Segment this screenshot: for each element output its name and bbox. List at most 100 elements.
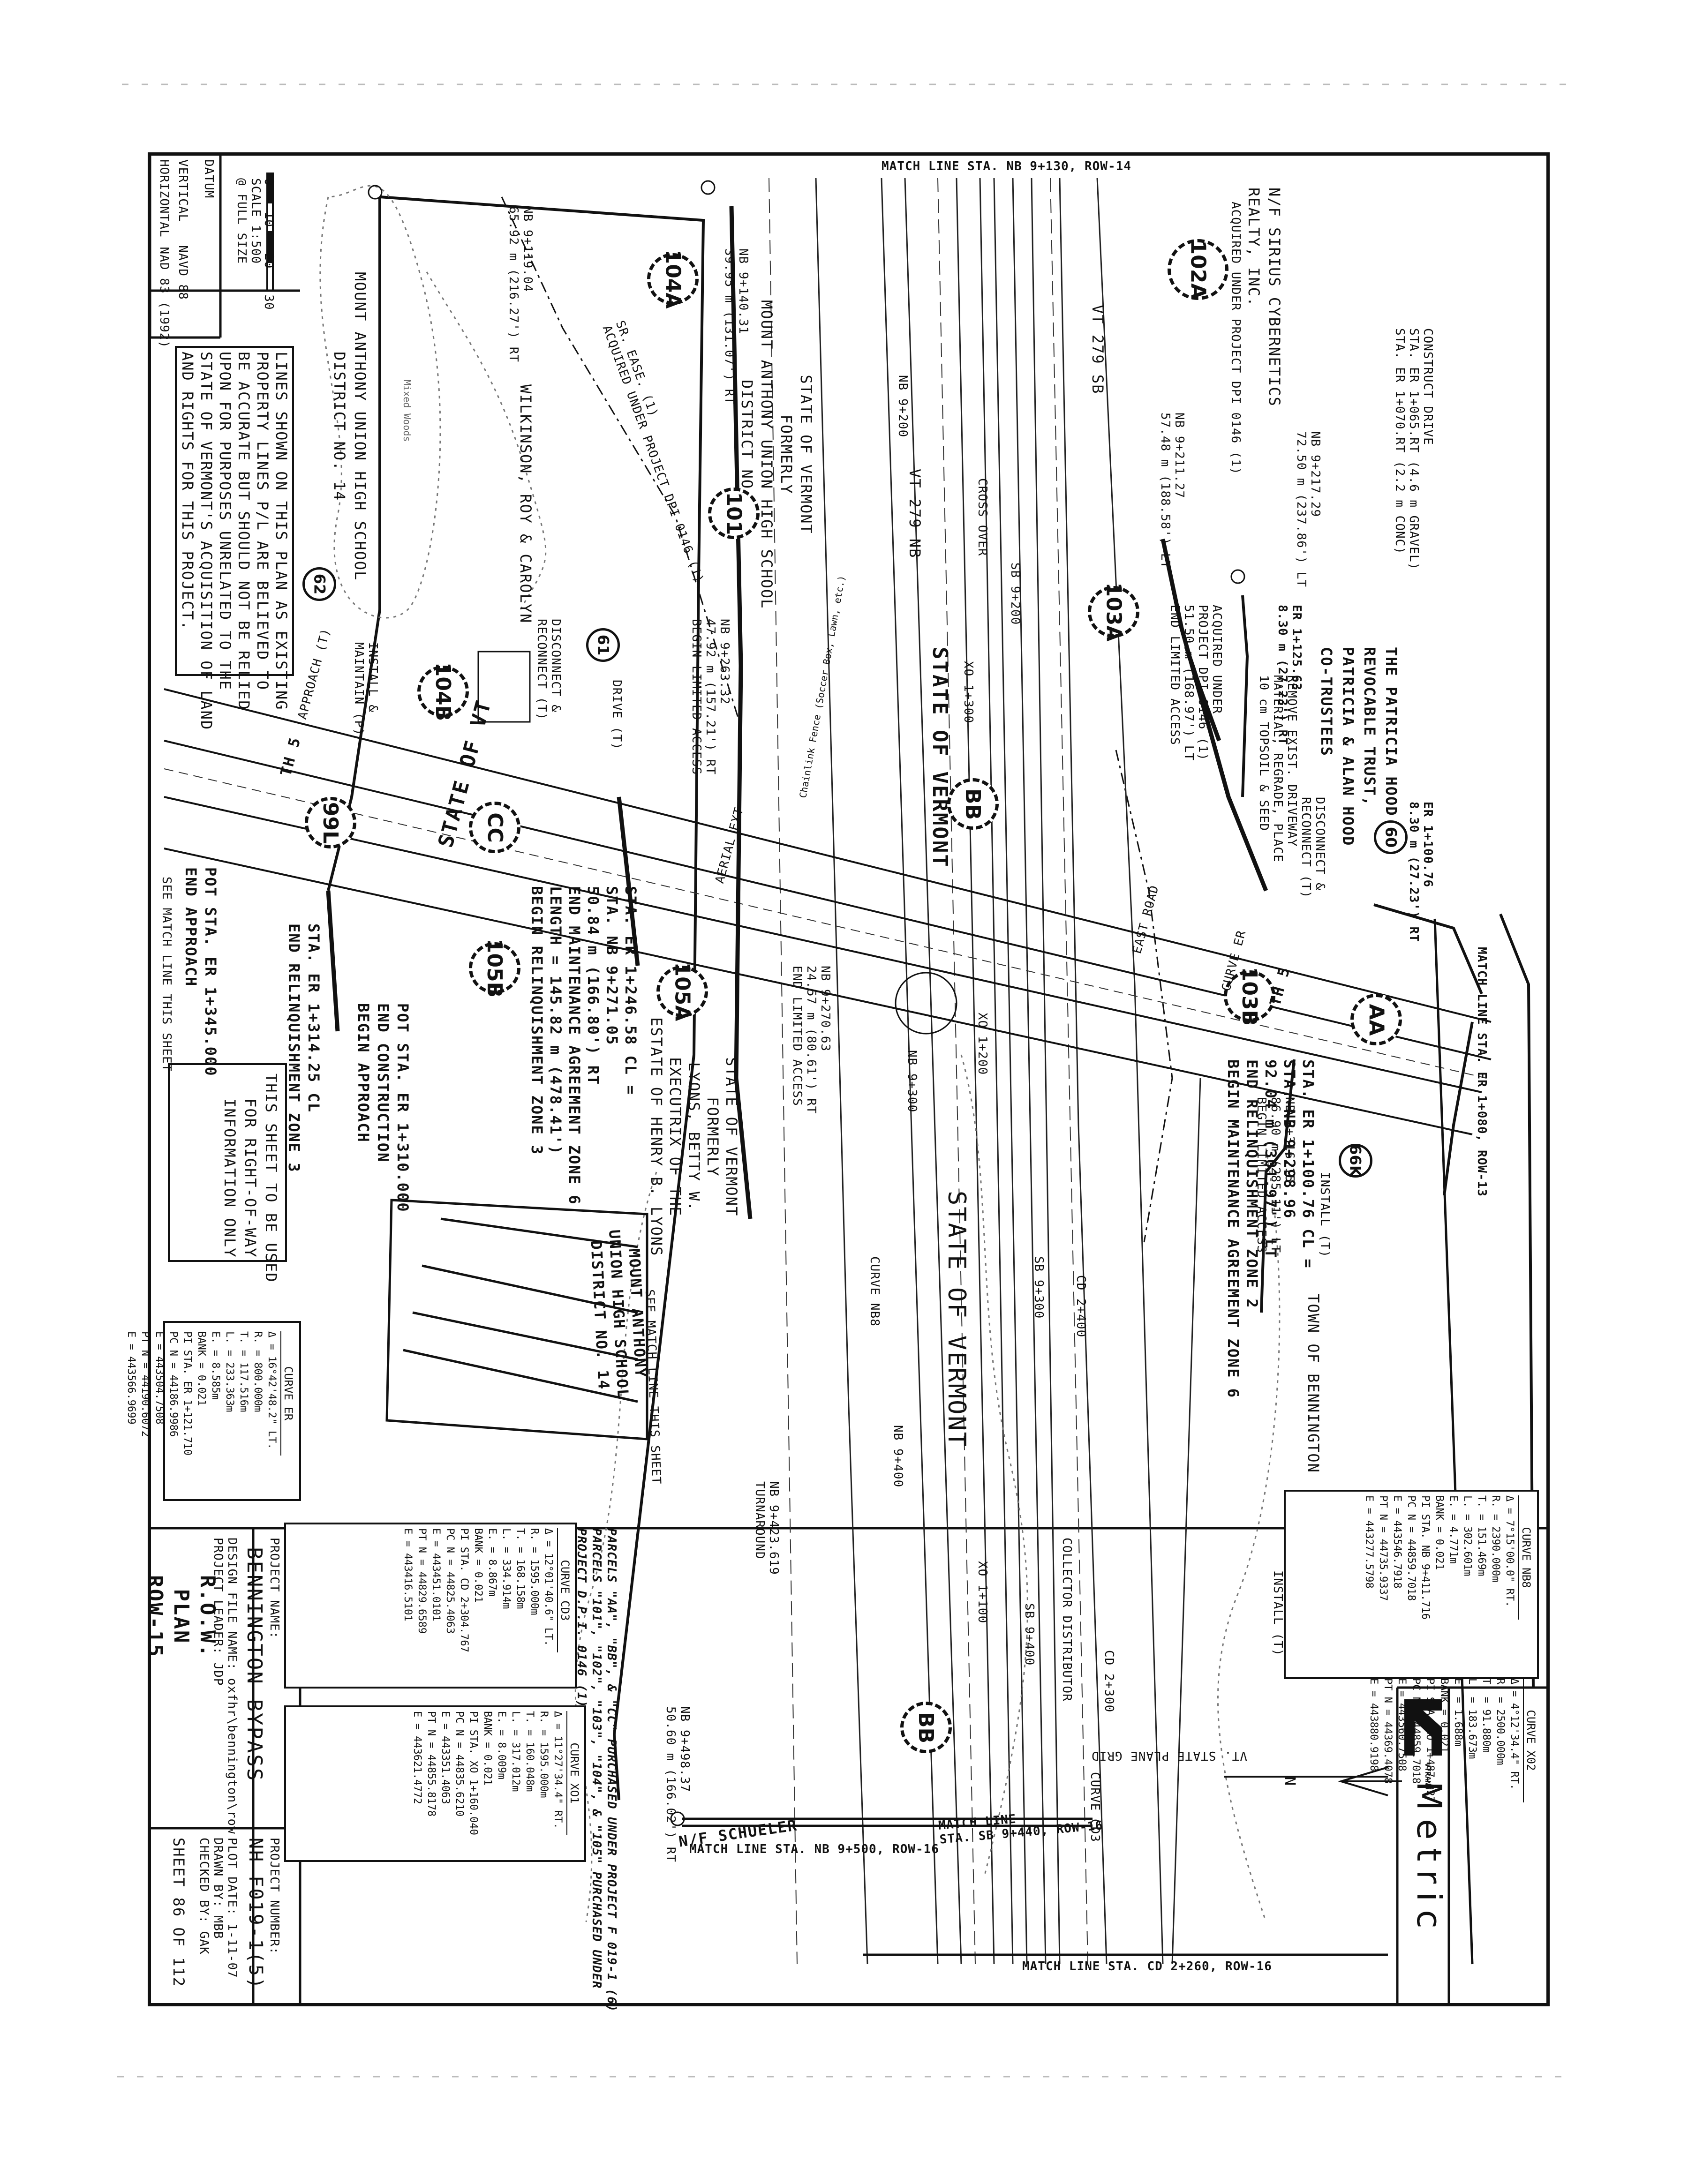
station-xo1100: XO 1+100 <box>975 1561 989 1624</box>
project-leader: PROJECT LEADER: JDP <box>211 1538 225 1686</box>
scale-label: SCALE 1:500@ FULL SIZE <box>234 178 263 264</box>
station-sb9400: SB 9+400 <box>1022 1603 1036 1666</box>
parcel-105a: 105A <box>656 962 708 1021</box>
datum-block: DATUM <box>202 159 216 198</box>
property-line-note: LINES SHOWN ON THIS PLAN AS EXISTING PRO… <box>179 352 290 731</box>
project-number-label: PROJECT NUMBER: <box>267 1838 281 1955</box>
callout-install-right: INSTALL (T) <box>1318 1172 1332 1258</box>
parcel-101: 101 <box>708 488 760 539</box>
checked-by: CHECKED BY: GAK <box>197 1838 211 1955</box>
road-vt279nb: VT 279 NB <box>906 469 924 559</box>
station-cd2400: CD 2+400 <box>1074 1275 1088 1338</box>
parcel-103b: 103B <box>1224 967 1275 1026</box>
road-cross-over: CROSS OVER <box>975 478 989 556</box>
match-line-top: MATCH LINE STA. NB 9+130, ROW-14 <box>882 159 1131 173</box>
marker-61: 61 <box>586 628 620 662</box>
station-sb9300: SB 9+300 <box>1032 1256 1046 1319</box>
callout-install-maintain: INSTALL &MAINTAIN (P) <box>352 642 380 736</box>
callout-disconnect-left: DISCONNECT &RECONNECT (T) <box>535 619 563 720</box>
see-match-line-left: SEE MATCH LINE THIS SHEET <box>159 877 173 1072</box>
parcel-104b: 104B <box>417 662 469 721</box>
sheet-number: SHEET 86 OF 112 <box>170 1838 188 1987</box>
station-sb9200: SB 9+200 <box>1008 563 1022 625</box>
parcel-104a: 104A <box>647 249 699 308</box>
curve-table-xo1: CURVE XO1 Δ = 11°27'34.4" RT.R. = 1595.0… <box>411 1711 581 1835</box>
road-collector: COLLECTOR DISTRIBUTOR <box>1060 1538 1074 1702</box>
road-vt279sb: VT 279 SB <box>1089 305 1107 395</box>
sheet-border <box>148 152 1550 2006</box>
curve-table-nb8: CURVE NB8 Δ = 7°15'00.0" RT.R. = 2390.00… <box>1363 1495 1533 1620</box>
owner-state-of-vermont-mid: STATE OF VERMONT <box>928 647 952 868</box>
callout-disconnect-right: DISCONNECT &RECONNECT (T) <box>1299 797 1327 899</box>
marker-60: 60 <box>1374 820 1408 854</box>
project-name-label: PROJECT NAME: <box>267 1538 281 1639</box>
curve-table-x02: CURVE X02 Δ = 4°12'34.4" RT.R. = 2500.00… <box>1368 1678 1538 1802</box>
station-nb9200: NB 9+200 <box>896 375 910 438</box>
callout-install-lower: INSTALL (T) <box>1271 1570 1285 1657</box>
datum-vertical: VERTICALNAVD 88 <box>176 159 190 300</box>
parcel-cc: CC <box>469 802 520 853</box>
plane-grid-label: VT. STATE PLANE GRID <box>1091 1749 1247 1763</box>
marker-62: 62 <box>302 567 336 601</box>
match-line-bottom-nb: MATCH LINE STA. NB 9+500, ROW-16 <box>689 1842 939 1856</box>
curve-table-cd3: CURVE CD3 Δ = 12°01'40.6" LT.R. = 1595.0… <box>402 1528 572 1652</box>
station-xo1300: XO 1+300 <box>961 661 975 724</box>
parcel-bb-south: BB <box>900 1702 952 1753</box>
row-plan-title: R.O.W. PLAN ROW-15 <box>143 1575 219 1658</box>
project-name: BENNINGTON BYPASS <box>242 1547 266 1782</box>
road-curve-nb8: CURVE NB8 <box>867 1256 882 1327</box>
vtrans-logo-icon <box>1404 1699 1442 1756</box>
parcel-102a: 102A <box>1168 239 1228 300</box>
match-line-bottom-cd: MATCH LINE STA. CD 2+260, ROW-16 <box>1022 1959 1272 1974</box>
station-nb9300: NB 9+300 <box>905 1050 919 1113</box>
design-file-name: DESIGN FILE NAME: oxfhr\bennington\row <box>225 1538 239 1834</box>
metric-label: Metric <box>1409 1781 1449 1937</box>
owner-state-of-vermont-large: STATE OF VERMONT <box>942 1191 971 1448</box>
curve-table-er: CURVE ER Δ = 16°42'48.2" LT.R. = 800.000… <box>125 1331 295 1456</box>
parcel-105b: 105B <box>469 938 520 998</box>
callout-acquired-top: ACQUIRED UNDER PROJECT DPI 0146 (1) <box>1228 202 1243 475</box>
scale-ticks: 0102030 <box>262 178 276 310</box>
drawn-by: DRAWN BY: MBB <box>211 1838 225 1939</box>
parcel-bb-north: BB <box>947 778 999 830</box>
marker-66k: 66K <box>1339 1144 1372 1178</box>
datum-horizontal: HORIZONTALNAD 83 (1992) <box>157 159 171 349</box>
parcel-103a: 103A <box>1088 582 1139 641</box>
callout-drive: DRIVE (T) <box>610 680 624 750</box>
datum-title: DATUM <box>202 159 216 199</box>
parcel-purchase-note: PARCELS "AA", "BB", & "CC" PURCHASED UND… <box>574 1528 618 2012</box>
parcel-aa: AA <box>1350 994 1402 1045</box>
parcel-99l: 99L <box>305 797 356 848</box>
station-xo1200: XO 1+200 <box>975 1013 989 1075</box>
station-cd2300: CD 2+300 <box>1102 1650 1116 1713</box>
plot-date: PLOT DATE: 1-11-07 <box>225 1838 239 1978</box>
mixed-woods-label: Mixed Woods <box>401 380 413 442</box>
row-info-note: THIS SHEET TO BE USED FOR RIGHT-OF-WAY I… <box>221 1073 280 1283</box>
station-nb9400: NB 9+400 <box>891 1425 905 1488</box>
project-number: NH F019-1(5) <box>245 1838 266 1990</box>
north-label: N <box>1281 1777 1299 1787</box>
owner-mount-anthony: MOUNT ANTHONY UNION HIGH SCHOOL DISTRICT… <box>331 272 369 581</box>
